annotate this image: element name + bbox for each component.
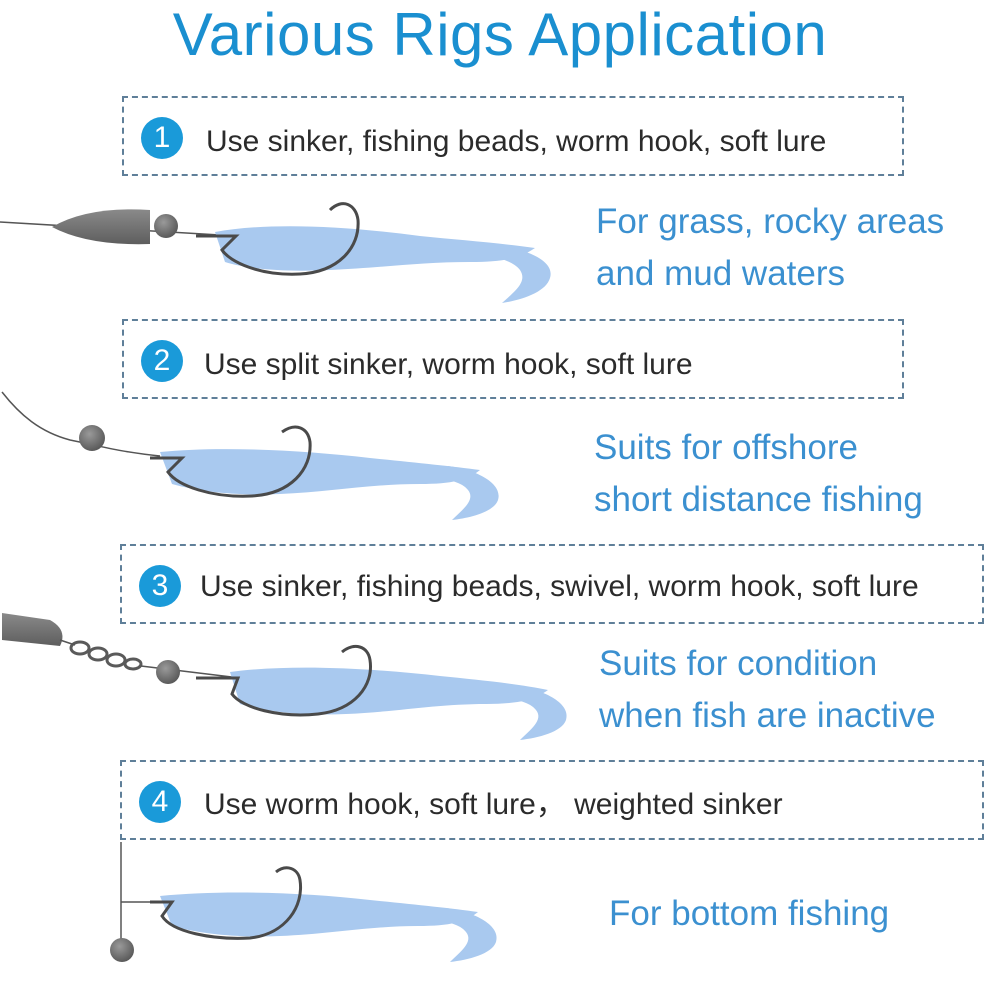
rig-1-usage-line-1: For grass, rocky areas (596, 202, 945, 241)
rig-1-usage: For grass, rocky areas and mud waters (596, 196, 944, 300)
soft-lure-tail-icon (490, 246, 551, 303)
rig-3-usage-line-2: when fish are inactive (599, 696, 936, 735)
fishing-bead-icon (156, 660, 180, 684)
weighted-sinker-icon (110, 938, 134, 962)
soft-lure-icon (215, 226, 535, 271)
rig-4-illustration (110, 842, 497, 962)
worm-hook-icon (196, 644, 372, 717)
fishing-bead-icon (154, 214, 178, 238)
soft-lure-tail-icon (508, 686, 567, 740)
soft-lure-tail-icon (438, 908, 497, 962)
rig-2-number-badge: 2 (141, 340, 183, 382)
swivel-icon (69, 640, 143, 671)
rig-1-illustration (0, 202, 551, 303)
split-sinker-icon (79, 425, 105, 451)
rig-3-illustration (2, 613, 567, 740)
rig-1-components: Use sinker, fishing beads, worm hook, so… (206, 125, 827, 158)
page-title: Various Rigs Application (172, 1, 828, 68)
rig-4-components: Use worm hook, soft lure， weighted sinke… (204, 788, 783, 821)
worm-hook-icon (150, 425, 312, 498)
soft-lure-icon (230, 667, 548, 715)
rig-1-usage-line-2: and mud waters (596, 254, 846, 293)
rig-2-components: Use split sinker, worm hook, soft lure (204, 348, 693, 381)
rig-3-box (120, 544, 984, 624)
worm-hook-icon (150, 866, 303, 940)
rig-3-components: Use sinker, fishing beads, swivel, worm … (200, 570, 919, 603)
fishing-line (59, 639, 76, 646)
rig-4-box (120, 760, 984, 840)
rig-4-usage: For bottom fishing (609, 888, 889, 940)
rig-3-usage: Suits for condition when fish are inacti… (599, 638, 936, 742)
soft-lure-tail-icon (440, 466, 499, 520)
rig-2-box (122, 319, 904, 399)
bullet-sinker-icon (52, 209, 150, 245)
fishing-line (1, 391, 161, 457)
rig-2-usage-line-2: short distance fishing (594, 480, 923, 519)
rig-3-number-badge: 3 (139, 565, 181, 607)
rig-1-box (122, 96, 904, 176)
rig-2-usage-line-1: Suits for offshore (594, 428, 858, 467)
rig-2-usage: Suits for offshore short distance fishin… (594, 422, 923, 526)
soft-lure-icon (160, 449, 480, 495)
rig-4-usage-line-1: For bottom fishing (609, 894, 890, 933)
bullet-sinker-icon (2, 613, 63, 646)
worm-hook-icon (196, 202, 360, 276)
rig-4-number-badge: 4 (139, 781, 181, 823)
rig-3-usage-line-1: Suits for condition (599, 644, 878, 683)
rig-1-number-badge: 1 (141, 117, 183, 159)
fishing-line (140, 665, 241, 679)
rig-2-illustration (1, 391, 499, 520)
soft-lure-icon (160, 892, 478, 937)
